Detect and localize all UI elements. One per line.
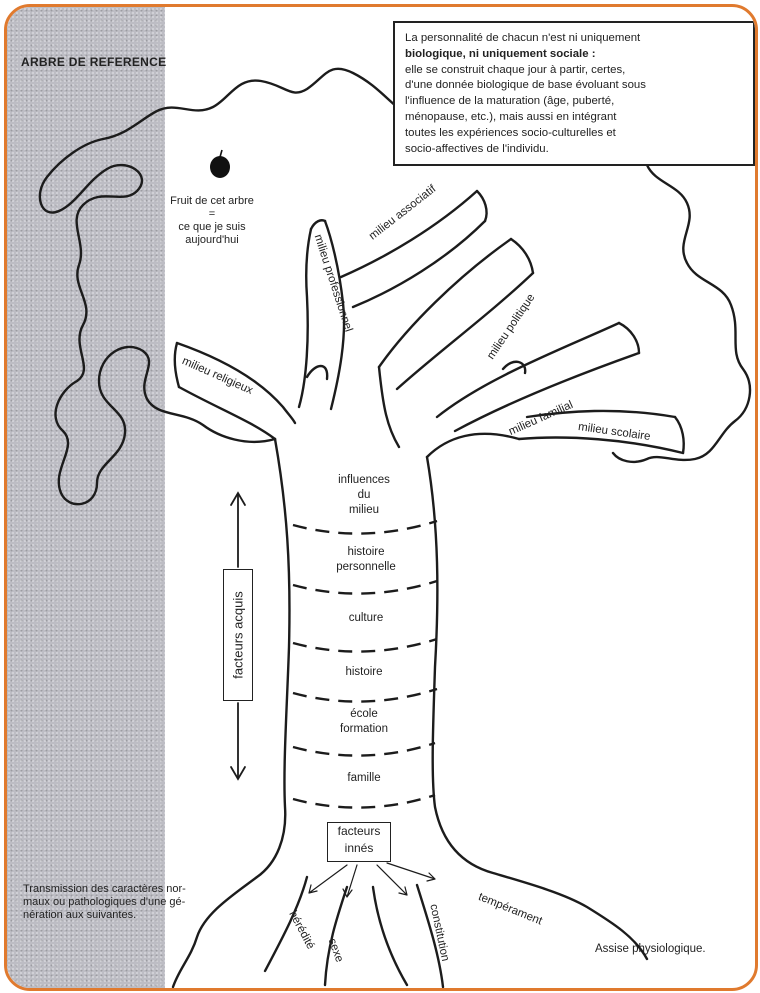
transmission-line: nération aux suivantes. [23, 909, 283, 922]
innes-arrow-1 [309, 865, 347, 893]
trunk-label-line: du [299, 488, 429, 503]
fruit-caption-line: ce que je suis [137, 221, 287, 234]
branch-religieux-end [175, 343, 179, 387]
fruit-caption: Fruit de cet arbre = ce que je suis aujo… [137, 195, 287, 247]
info-line: biologique, ni uniquement sociale : [405, 47, 743, 63]
trunk-divider-1 [293, 521, 437, 534]
branch-prof-left [299, 229, 311, 407]
trunk-fork-mid [379, 367, 399, 447]
trunk-label-line: personnelle [301, 560, 431, 575]
trunk-label-histoire: histoire [299, 665, 429, 680]
trunk-label-ecole: école formation [299, 707, 429, 737]
transmission-line: Transmission des caractères nor- [23, 883, 283, 896]
innes-arrow-3 [377, 865, 407, 895]
innate-factors-line: facteurs [328, 823, 390, 840]
innes-arrow-2 [343, 865, 357, 897]
info-line: La personnalité de chacun n'est ni uniqu… [405, 31, 743, 47]
trunk-label-line: histoire [299, 665, 429, 680]
label-assise: Assise physiologique. [595, 943, 706, 955]
trunk-fork-right [427, 434, 519, 457]
branch-prof-knot [307, 366, 327, 379]
diagram-title: ARBRE DE REFERENCE [21, 55, 166, 69]
trunk-divider-2 [293, 581, 437, 594]
root-sexe-right [373, 887, 407, 985]
canopy-outline-right [613, 165, 750, 462]
innes-arrow-4 [387, 863, 435, 881]
branch-scol-lower [519, 438, 683, 453]
trunk-label-influences: influences du milieu [299, 473, 429, 518]
info-line: ménopause, etc.), mais aussi en intégran… [405, 110, 743, 126]
info-line: elle se construit chaque jour à partir, … [405, 63, 743, 79]
innate-factors-box: facteurs innés [327, 822, 391, 862]
fruit-caption-line: = [137, 208, 287, 221]
trunk-right-edge [427, 457, 647, 959]
info-line: l'influence de la maturation (âge, puber… [405, 94, 743, 110]
info-line: toutes les expériences socio-culturelles… [405, 126, 743, 142]
trunk-label-line: histoire [301, 545, 431, 560]
acquired-factors-box: facteurs acquis [223, 569, 253, 701]
trunk-label-famille: famille [299, 771, 429, 786]
diagram-frame: ARBRE DE REFERENCE La personnalité de ch… [4, 4, 758, 991]
innate-factors-line: innés [328, 840, 390, 857]
branch-fam-tip [619, 323, 639, 353]
trunk-label-line: famille [299, 771, 429, 786]
trunk-label-line: culture [301, 611, 431, 626]
branch-religieux-lower [179, 387, 275, 439]
trunk-divider-6 [293, 795, 435, 808]
trunk-divider-4 [293, 689, 437, 702]
branch-pol-tip [511, 239, 533, 273]
fruit-caption-line: aujourd'hui [137, 234, 287, 247]
trunk-label-line: école [299, 707, 429, 722]
root-sexe [325, 887, 347, 985]
trunk-label-histoire-perso: histoire personnelle [301, 545, 431, 575]
transmission-line: maux ou pathologiques d'une gé- [23, 896, 283, 909]
trunk-divider-3 [293, 639, 437, 652]
branch-prof-tip [311, 220, 325, 229]
branch-assoc-tip [477, 191, 487, 221]
trunk-label-line: influences [299, 473, 429, 488]
trunk-label-culture: culture [301, 611, 431, 626]
trunk-label-line: formation [299, 722, 429, 737]
info-line: d'une donnée biologique de base évoluant… [405, 78, 743, 94]
branch-scol-tip [675, 417, 684, 453]
transmission-note: Transmission des caractères nor- maux ou… [23, 883, 283, 922]
info-box: La personnalité de chacun n'est ni uniqu… [393, 21, 755, 166]
fruit-icon [210, 150, 230, 178]
canopy-outline-left [40, 69, 397, 504]
trunk-divider-5 [293, 743, 435, 756]
acquired-factors-label: facteurs acquis [231, 591, 246, 678]
trunk-label-line: milieu [299, 503, 429, 518]
info-line: socio-affectives de l'individu. [405, 142, 743, 158]
fruit-caption-line: Fruit de cet arbre [137, 195, 287, 208]
